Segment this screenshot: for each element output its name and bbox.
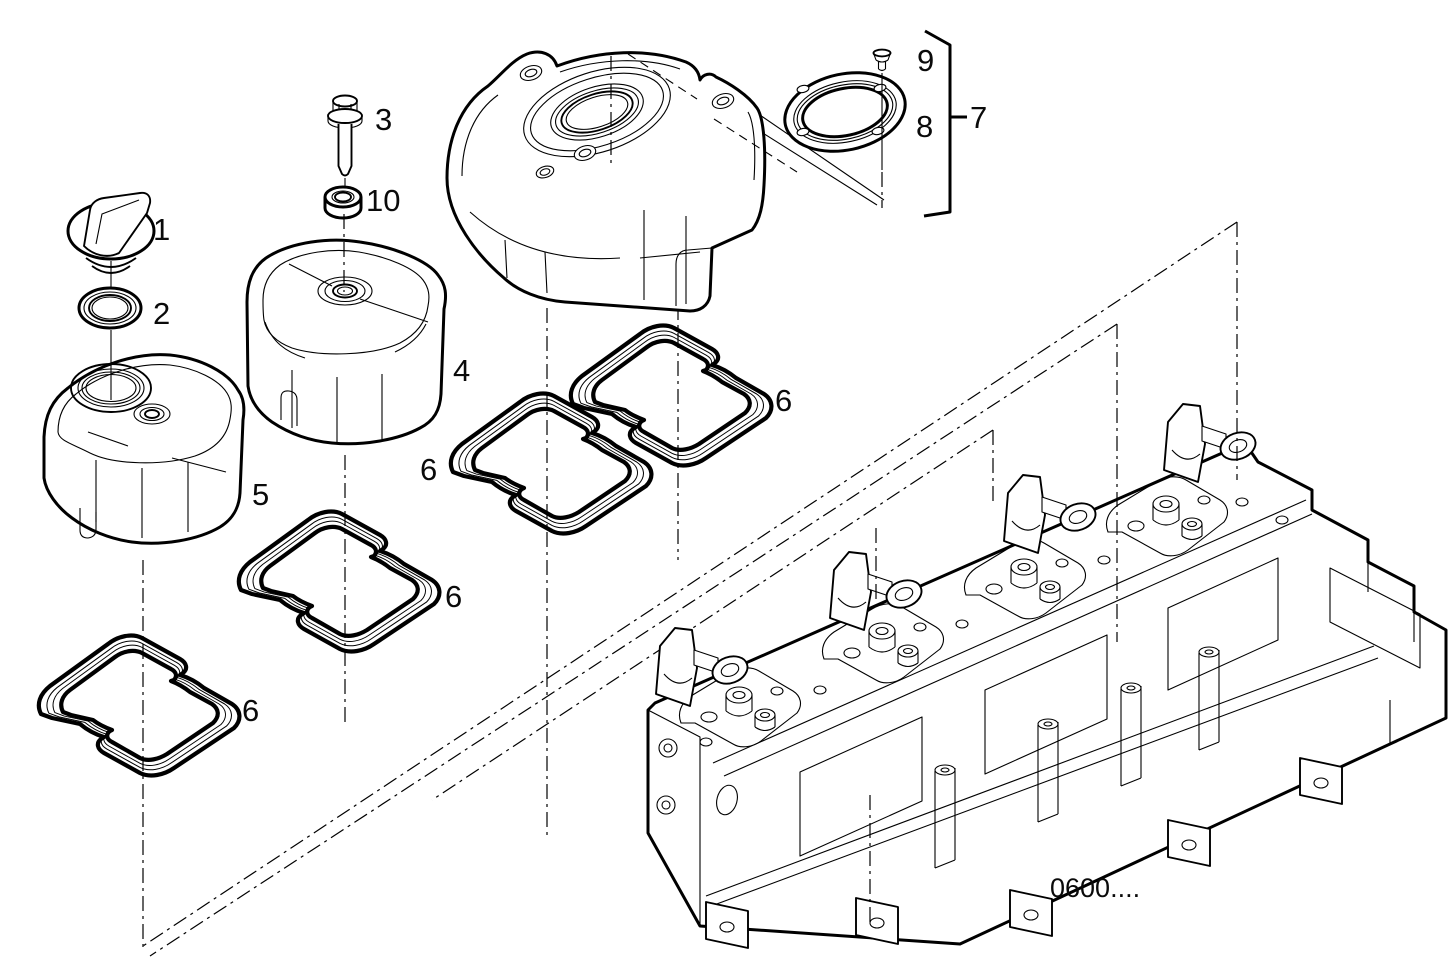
cylinder-head-cover-5 [42, 353, 246, 545]
callout-part-4[interactable]: 4 [453, 353, 470, 388]
bolt-bushing [323, 185, 363, 292]
callout-part-6-lower[interactable]: 6 [445, 579, 462, 614]
filler-cap-seal-ring [77, 286, 143, 400]
callout-part-3[interactable]: 3 [375, 102, 392, 137]
callout-part-10[interactable]: 10 [366, 183, 400, 218]
timing-side-cover [445, 50, 885, 313]
callout-part-1[interactable]: 1 [153, 212, 170, 247]
gasket-lower [239, 512, 440, 652]
construction-plane-lines [139, 221, 1238, 957]
callout-part-9[interactable]: 9 [917, 43, 934, 78]
callout-part-8[interactable]: 8 [916, 109, 933, 144]
callout-labels: 1 2 3 4 5 6 6 6 6 7 8 9 10 0600.... [153, 43, 1140, 903]
cover-plate-screw [872, 48, 892, 208]
cover-plate-gasket [783, 71, 907, 153]
callout-part-6-bottom[interactable]: 6 [242, 693, 259, 728]
gasket-bottom-left [39, 636, 240, 776]
callout-part-6-top[interactable]: 6 [775, 383, 792, 418]
head-reference-code[interactable]: 0600.... [1050, 873, 1140, 903]
cylinder-head-cover-4 [245, 238, 448, 446]
callout-part-2[interactable]: 2 [153, 296, 170, 331]
assembly-7-bracket [923, 29, 967, 218]
callout-part-5[interactable]: 5 [252, 477, 269, 512]
callout-part-7[interactable]: 7 [970, 100, 987, 135]
cover-bolt [327, 94, 363, 191]
oil-filler-cap [66, 191, 156, 288]
explosion-axes [142, 305, 679, 948]
cylinder-head [646, 222, 1448, 949]
callout-part-6-mid[interactable]: 6 [420, 452, 437, 487]
